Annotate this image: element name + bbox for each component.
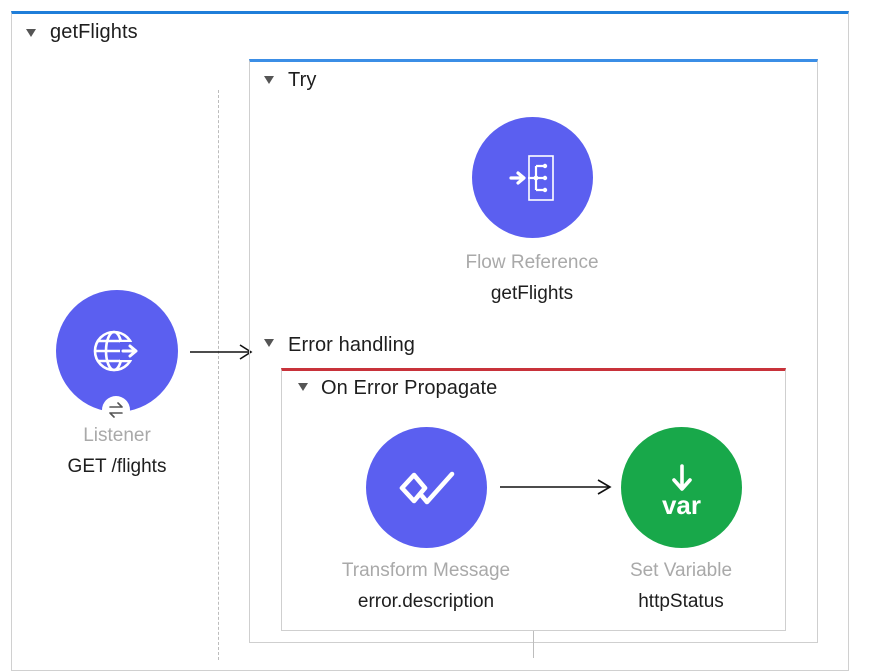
listener-source-badge bbox=[102, 396, 130, 424]
transform-message-component[interactable] bbox=[366, 427, 487, 548]
flow-reference-component[interactable] bbox=[472, 117, 593, 238]
set-variable-component[interactable]: var bbox=[621, 427, 742, 548]
on-error-propagate-title: On Error Propagate bbox=[321, 377, 498, 399]
flow-collapse-toggle-icon[interactable] bbox=[26, 29, 36, 37]
source-to-process-arrow bbox=[190, 344, 253, 360]
flow-reference-type-label: Flow Reference bbox=[465, 252, 599, 273]
error-handling-title: Error handling bbox=[288, 334, 416, 356]
listener-name-label: GET /flights bbox=[67, 456, 167, 477]
listener-component[interactable] bbox=[56, 290, 178, 412]
flow-title: getFlights bbox=[50, 21, 138, 43]
try-collapse-toggle-icon[interactable] bbox=[264, 76, 274, 84]
flow-reference-icon bbox=[508, 154, 554, 201]
set-variable-type-label: Set Variable bbox=[629, 560, 733, 581]
set-variable-name-label: httpStatus bbox=[638, 591, 724, 612]
on-error-propagate-scope[interactable] bbox=[281, 368, 786, 631]
error-handling-collapse-toggle-icon[interactable] bbox=[264, 339, 274, 347]
transform-message-type-label: Transform Message bbox=[341, 560, 511, 581]
transform-to-setvariable-arrow bbox=[500, 479, 612, 495]
flow-reference-name-label: getFlights bbox=[490, 283, 574, 304]
on-error-collapse-toggle-icon[interactable] bbox=[298, 383, 308, 391]
dataweave-transform-icon bbox=[399, 471, 454, 504]
set-variable-icon bbox=[671, 463, 692, 491]
source-divider bbox=[218, 90, 219, 660]
listener-type-label: Listener bbox=[83, 425, 151, 446]
globe-listener-icon bbox=[93, 330, 140, 372]
try-scope-title: Try bbox=[288, 69, 317, 91]
try-flow-line bbox=[533, 630, 534, 658]
transform-message-name-label: error.description bbox=[357, 591, 495, 612]
set-variable-icon-text: var bbox=[661, 489, 702, 520]
exchange-arrows-icon bbox=[109, 402, 123, 418]
